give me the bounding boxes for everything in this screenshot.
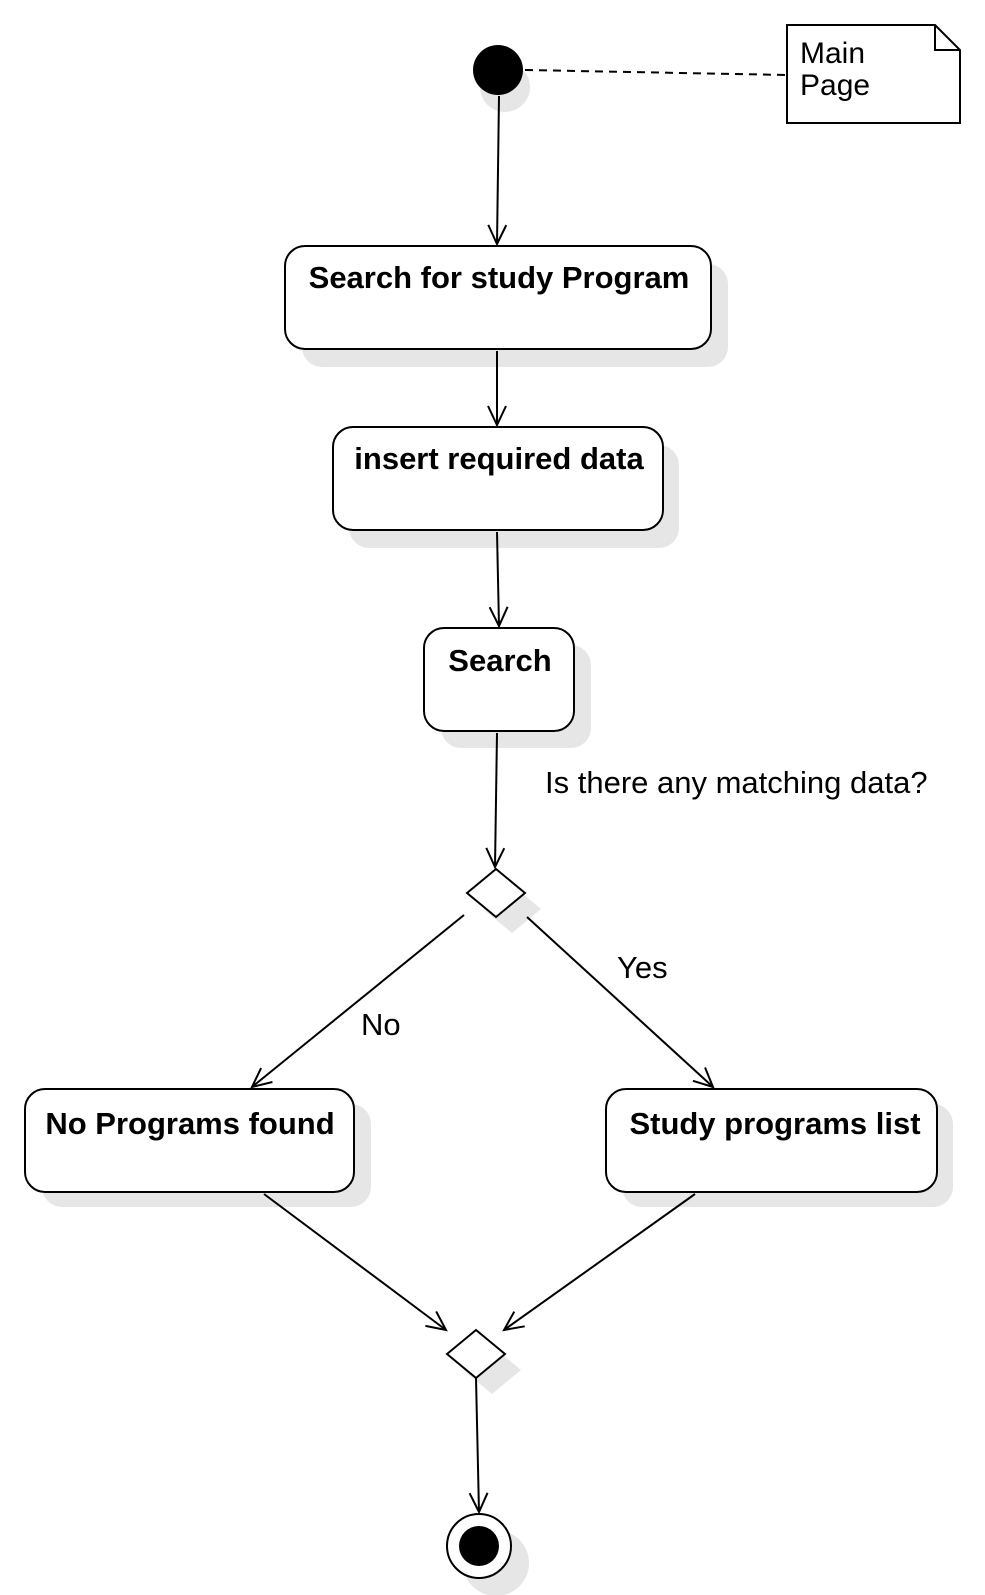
edge-search-to-decision xyxy=(485,732,506,870)
action-label-no-programs: No Programs found xyxy=(45,1106,334,1141)
final-node xyxy=(459,1526,499,1566)
note-fold xyxy=(934,25,960,51)
edge-decision-no xyxy=(250,914,465,1089)
note-shape xyxy=(786,24,961,124)
edge-start-to-search-program xyxy=(487,95,508,247)
note-text-line-1: Main xyxy=(800,37,865,70)
note-text-line-2: Page xyxy=(800,69,870,102)
action-label-insert-data: insert required data xyxy=(354,441,644,476)
edge-label-yes: Yes xyxy=(617,950,668,985)
action-node-programs-list xyxy=(605,1088,938,1193)
edge-decision-yes xyxy=(526,916,715,1089)
edge-insert-to-search xyxy=(488,531,509,629)
action-label-search-for-program: Search for study Program xyxy=(309,260,690,295)
decision-question: Is there any matching data? xyxy=(545,765,928,800)
edge-programs-list-to-merge xyxy=(502,1193,696,1332)
edge-merge-to-final xyxy=(468,1377,489,1515)
edges xyxy=(250,95,715,1515)
note-connector xyxy=(524,69,788,76)
action-label-programs-list: Study programs list xyxy=(629,1106,920,1141)
action-node-no-programs xyxy=(24,1088,355,1193)
edge-label-no: No xyxy=(361,1007,401,1042)
action-label-search: Search xyxy=(448,643,551,678)
decision-node xyxy=(465,867,527,919)
initial-node xyxy=(473,45,523,95)
edge-no-programs-to-merge xyxy=(263,1193,448,1332)
